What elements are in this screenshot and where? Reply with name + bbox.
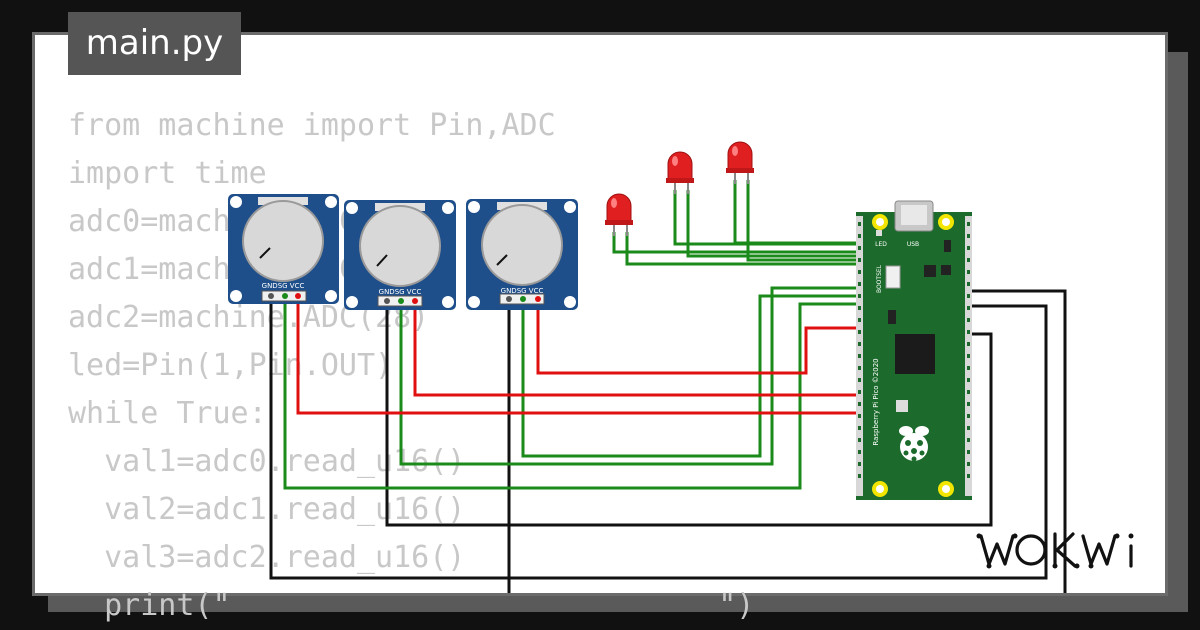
led-2[interactable]: [666, 151, 694, 194]
code-line: led=Pin(1,Pin.OUT): [68, 348, 394, 383]
pin-labels: GNDSG VCC: [262, 282, 305, 290]
led-3[interactable]: [726, 141, 754, 184]
led-label: LED: [875, 241, 887, 248]
bootsel-button[interactable]: [885, 265, 901, 289]
potentiometer-2[interactable]: GNDSG VCC: [344, 200, 456, 310]
code-line: val2=adc1.read_u16(): [68, 492, 466, 527]
rp2040-chip-icon: [895, 334, 935, 374]
potentiometer-1[interactable]: GNDSG VCC: [228, 194, 339, 304]
code-line: print(" "): [68, 588, 755, 623]
potentiometer-3[interactable]: GNDSG VCC: [466, 199, 578, 310]
code-line: while True:: [68, 396, 267, 431]
vcc-wires: [296, 297, 864, 415]
led-1[interactable]: [605, 193, 633, 236]
code-line: import time: [68, 156, 267, 191]
raspberry-pi-pico[interactable]: LED USB BOOTSEL Raspberry Pi Pico ©2020: [856, 200, 972, 500]
knob-icon: [359, 205, 441, 287]
preview-card: [32, 32, 1168, 596]
code-line: from machine import Pin,ADC: [68, 108, 556, 143]
gnd-wires: [269, 289, 1067, 593]
raspberry-logo-icon: [899, 426, 929, 462]
board-silkscreen: Raspberry Pi Pico ©2020: [872, 358, 880, 445]
pin-labels: GNDSG VCC: [379, 288, 422, 296]
bootsel-label: BOOTSEL: [876, 264, 883, 293]
signal-wires: [283, 180, 862, 490]
circuit-diagram[interactable]: GNDSG VCC GNDSG VCC: [0, 0, 1200, 596]
wokwi-logo: [976, 532, 1134, 569]
usb-label: USB: [907, 241, 919, 248]
file-name-tab[interactable]: main.py: [68, 12, 241, 75]
code-line: val3=adc2.read_u16(): [68, 540, 466, 575]
knob-icon: [481, 204, 563, 286]
knob-icon: [242, 200, 324, 282]
pin-labels: GNDSG VCC: [501, 287, 544, 295]
